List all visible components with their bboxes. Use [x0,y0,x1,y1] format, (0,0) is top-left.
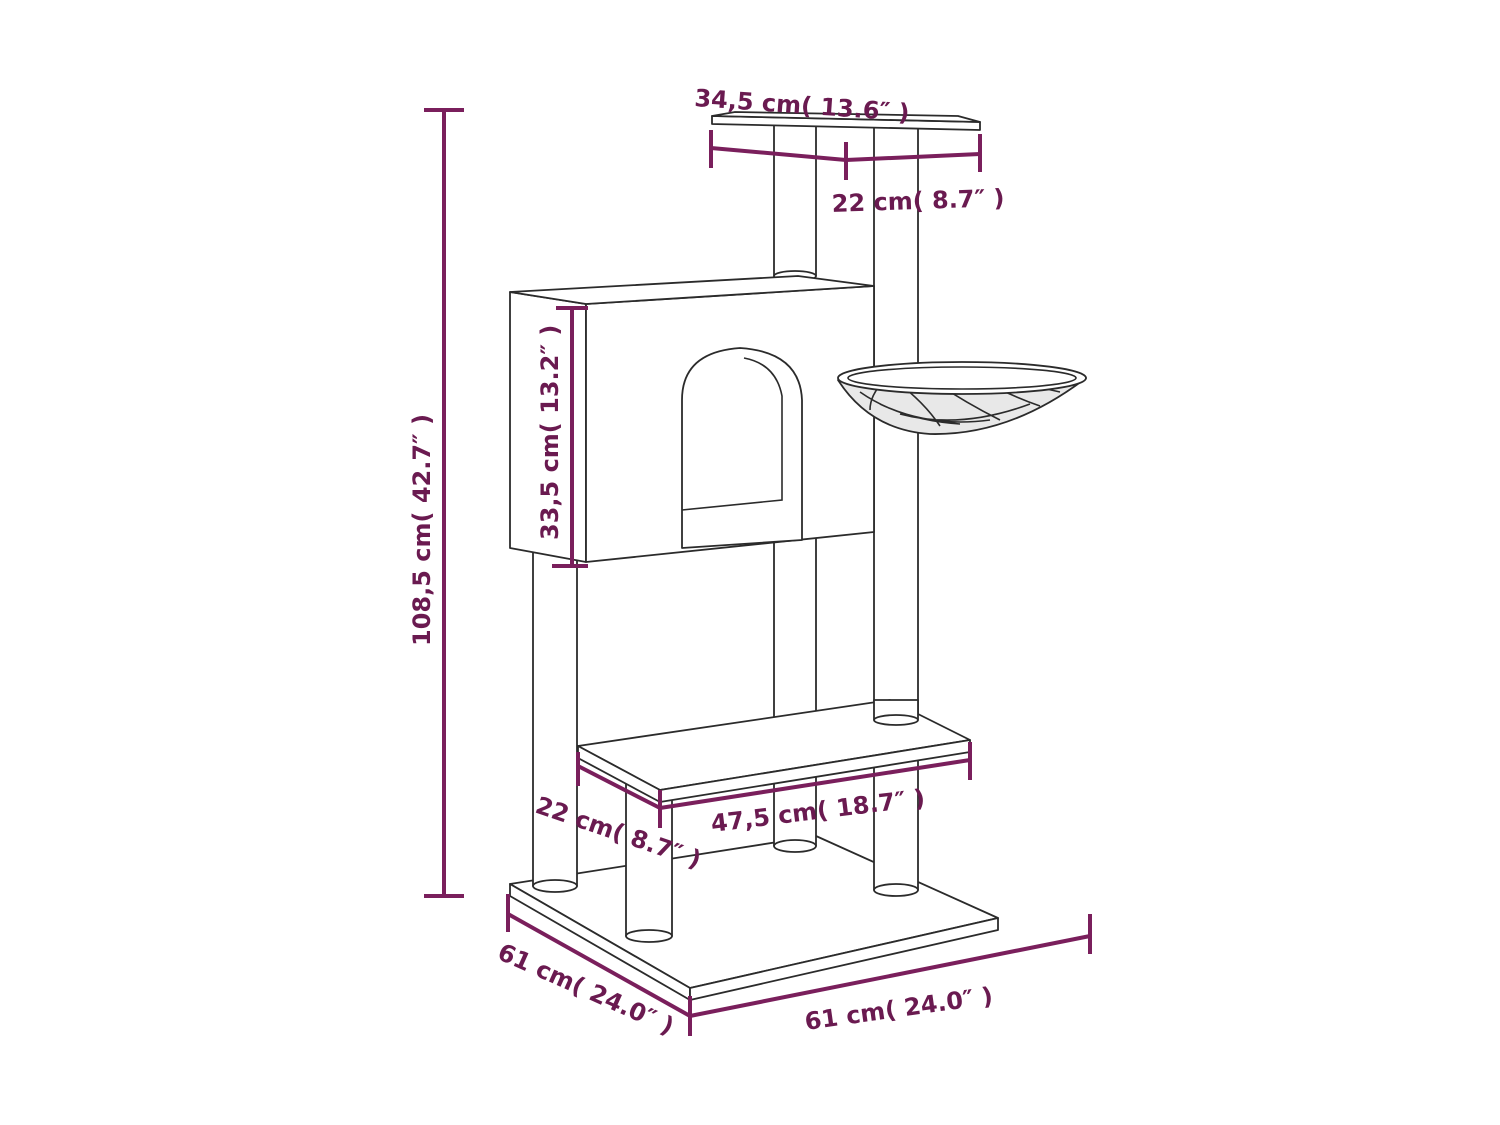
dimension-lines [424,108,1092,1036]
label-top-depth: 22 cm( 8.7″ ) [831,184,1005,218]
top-perch [711,111,981,131]
top-post [773,119,817,282]
tall-right-post [873,119,919,897]
label-total-height: 108,5 cm( 42.7″ ) [408,414,436,646]
house-doorway [681,347,803,549]
cat-house [509,275,875,563]
hammock-basket [837,361,1087,435]
label-house-height: 33,5 cm( 13.2″ ) [536,325,564,540]
label-base-width: 61 cm( 24.0″ ) [803,982,995,1036]
